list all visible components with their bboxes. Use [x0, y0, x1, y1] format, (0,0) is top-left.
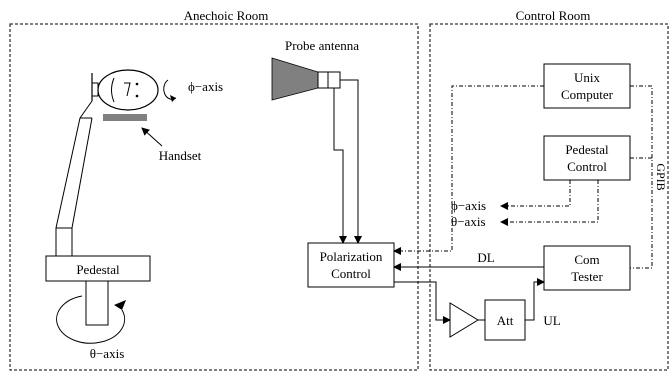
control-room-title: Control Room — [516, 8, 591, 23]
pedestal-control-label-2: Control — [567, 159, 607, 174]
handset-pointer — [141, 127, 163, 147]
phi-axis-rotation-icon — [163, 79, 177, 102]
control-theta-axis-label: θ−axis — [451, 214, 486, 229]
control-room-frame — [429, 23, 669, 371]
attenuator-box — [484, 299, 526, 341]
polarization-control-label-1: Polarization — [320, 249, 383, 264]
unix-computer-box — [543, 63, 631, 109]
handset-phi-axis-label: ϕ−axis — [188, 79, 223, 94]
dl-label: DL — [477, 250, 494, 265]
com-tester-label-1: Com — [574, 252, 599, 267]
gpib-label: GPIB — [654, 163, 668, 190]
anechoic-room-frame — [9, 23, 419, 371]
handset-head-icon — [91, 69, 159, 111]
uplink-to-amplifier-link — [394, 281, 451, 324]
amplifier-icon — [449, 302, 479, 338]
probe-antenna-icon — [271, 57, 341, 101]
handset-label: Handset — [159, 148, 202, 163]
theta-axis-rotation-icon — [56, 295, 126, 344]
pedestal-shaft — [85, 280, 109, 326]
unix-to-polarization-link — [393, 85, 544, 255]
polarization-control-label-2: Control — [331, 266, 371, 281]
com-tester-box — [543, 245, 631, 291]
unix-computer-label-1: Unix — [574, 70, 601, 85]
polarization-control-box — [307, 242, 395, 288]
theta-axis-control-link — [500, 180, 599, 226]
mount-arm — [55, 100, 93, 257]
antenna-link-2 — [340, 79, 362, 244]
com-tester-label-2: Tester — [571, 269, 603, 284]
anechoic-room-title: Anechoic Room — [184, 8, 269, 23]
att-to-com-tester-link — [525, 278, 545, 321]
pedestal-label: Pedestal — [76, 262, 120, 277]
phi-axis-control-link — [500, 180, 571, 210]
control-phi-axis-label: ϕ−axis — [451, 198, 486, 213]
handset-icon — [103, 114, 147, 121]
unix-computer-label-2: Computer — [561, 87, 614, 102]
probe-antenna-label: Probe antenna — [285, 38, 359, 53]
pedestal-control-box — [543, 135, 631, 181]
antenna-link-1 — [333, 88, 347, 244]
ul-label: UL — [543, 313, 560, 328]
gpib-bus — [630, 85, 653, 269]
att-label: Att — [497, 313, 514, 328]
pedestal-control-label-1: Pedestal — [565, 142, 609, 157]
pedestal-theta-axis-label: θ−axis — [90, 346, 125, 361]
